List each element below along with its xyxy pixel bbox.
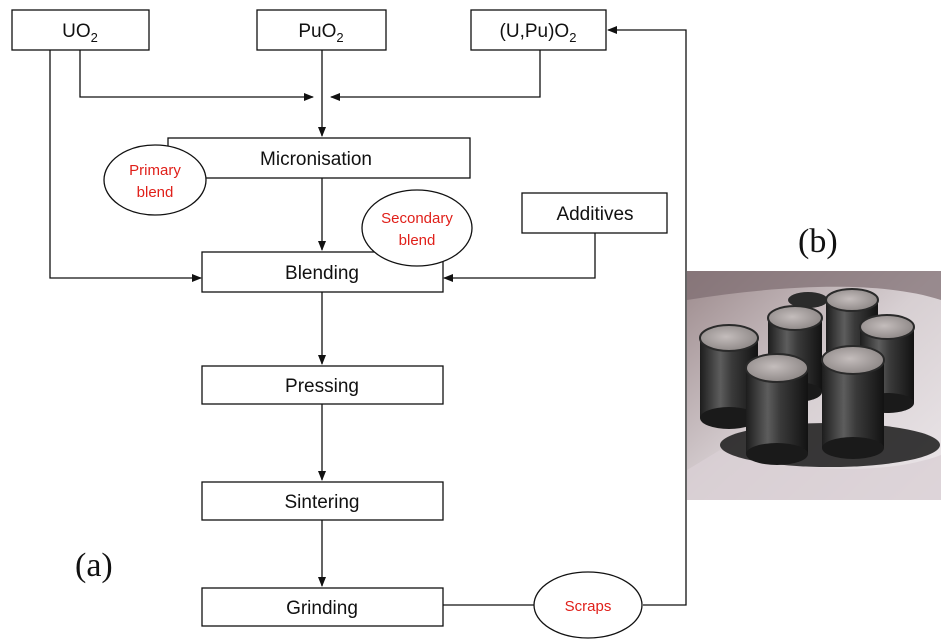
- arrow-uo2-to-merge: [79, 50, 314, 101]
- pellet-6: [821, 345, 885, 459]
- blending-label: Blending: [285, 263, 359, 284]
- arrow-mox-to-merge: [330, 50, 541, 101]
- primary-blend-line2: blend: [137, 184, 174, 201]
- scraps-label: Scraps: [565, 598, 612, 615]
- secondary-blend-line2: blend: [399, 232, 436, 249]
- pressing-label: Pressing: [285, 376, 359, 397]
- primary-blend-note: Primary blend: [103, 144, 207, 216]
- puo2-box: PuO2: [256, 9, 387, 51]
- additives-box: Additives: [521, 192, 668, 234]
- scraps-note: Scraps: [533, 571, 643, 639]
- arrow-uo2-to-blending: [49, 50, 202, 282]
- pressing-box: Pressing: [201, 365, 444, 405]
- svg-text:(U,Pu)O2: (U,Pu)O2: [500, 21, 577, 45]
- primary-blend-line1: Primary: [129, 162, 181, 179]
- panel-label-a: (a): [75, 547, 113, 584]
- connectors: [49, 26, 687, 606]
- puo2-subscript: 2: [336, 30, 343, 45]
- additives-label: Additives: [556, 204, 633, 225]
- mox-label: (U,Pu)O: [500, 21, 570, 42]
- micronisation-box: Micronisation: [167, 137, 471, 179]
- pellet-5: [745, 353, 809, 465]
- secondary-blend-note: Secondary blend: [361, 189, 473, 267]
- svg-text:UO2: UO2: [62, 21, 98, 45]
- secondary-blend-line1: Secondary: [381, 210, 453, 227]
- arrow-scraps-to-mox: [607, 26, 687, 606]
- uo2-label: UO: [62, 21, 91, 42]
- panel-label-b: (b): [798, 223, 838, 260]
- fuel-pellets-photo: [687, 271, 941, 500]
- svg-text:PuO2: PuO2: [298, 21, 343, 45]
- grinding-box: Grinding: [201, 587, 444, 627]
- sintering-label: Sintering: [285, 492, 360, 513]
- mox-box: (U,Pu)O2: [470, 9, 607, 51]
- uo2-box: UO2: [11, 9, 150, 51]
- puo2-label: PuO: [298, 21, 336, 42]
- sintering-box: Sintering: [201, 481, 444, 521]
- mox-subscript: 2: [569, 30, 576, 45]
- micronisation-label: Micronisation: [260, 149, 372, 170]
- arrow-additives-to-blending: [443, 233, 596, 282]
- uo2-subscript: 2: [91, 30, 98, 45]
- grinding-label: Grinding: [286, 598, 358, 619]
